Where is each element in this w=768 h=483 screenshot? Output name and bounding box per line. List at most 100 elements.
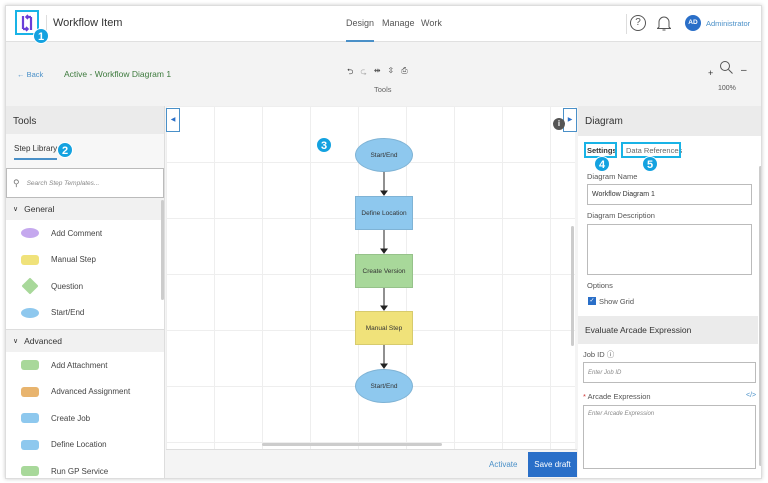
avatar[interactable]: AD <box>685 15 701 31</box>
tab-settings[interactable]: Settings <box>587 146 617 155</box>
vertical-align-icon[interactable]: ⇳ <box>387 66 395 75</box>
zoom-out-button[interactable]: – <box>741 65 747 76</box>
step-label: Advanced Assignment <box>51 387 131 397</box>
step-template-item[interactable]: Run GP Service <box>6 458 164 478</box>
horizontal-align-icon[interactable]: ⇹ <box>373 66 381 75</box>
chevron-down-icon: ∨ <box>13 338 19 345</box>
nav-work[interactable]: Work <box>421 18 442 28</box>
app-logo-icon[interactable] <box>16 12 38 34</box>
step-label: Manual Step <box>51 255 96 265</box>
annotation-badge-1: 1 <box>33 28 49 44</box>
step-rect-icon <box>21 439 39 450</box>
diagram-node-ellipse[interactable]: Start/End <box>355 138 413 172</box>
diagram-name-input[interactable]: Workflow Diagram 1 <box>587 184 752 205</box>
arcade-section-title: Evaluate Arcade Expression <box>578 316 758 344</box>
diagram-description-label: Diagram Description <box>587 211 655 220</box>
step-rect-icon <box>21 254 39 265</box>
show-grid-checkbox[interactable]: ✓ <box>588 297 596 305</box>
group-header-advanced[interactable]: ∨ Advanced <box>6 330 164 352</box>
step-label: Define Location <box>51 440 107 450</box>
step-template-item[interactable]: Start/End <box>6 300 164 327</box>
divider <box>6 326 164 330</box>
zoom-search-icon <box>719 60 735 76</box>
search-input[interactable]: ⚲ Search Step Templates... <box>6 168 164 198</box>
code-icon[interactable]: </> <box>746 392 757 399</box>
nav-design[interactable]: Design <box>346 18 375 42</box>
activate-button[interactable]: Activate <box>489 460 518 469</box>
help-icon[interactable]: ? <box>630 15 646 31</box>
group-header-general[interactable]: ∨General <box>6 198 164 220</box>
connector-arrow <box>380 172 388 196</box>
step-template-item[interactable]: Add Comment <box>6 220 164 247</box>
step-rect-icon <box>21 413 39 424</box>
diagram-panel: Diagram Settings Data References 4 5 Dia… <box>578 106 761 478</box>
step-template-item[interactable]: Manual Step <box>6 247 164 274</box>
undo-icon[interactable]: ⮌ <box>347 67 354 76</box>
redo-icon[interactable]: ⮎ <box>360 67 367 76</box>
diagram-panel-title: Diagram <box>578 106 761 136</box>
step-template-item[interactable]: Define Location <box>6 432 164 459</box>
tools-label: Tools <box>374 85 392 94</box>
search-placeholder: Search Step Templates... <box>26 179 100 187</box>
arcade-expression-label: * Arcade Expression <box>583 392 651 401</box>
step-label: Create Job <box>51 413 91 423</box>
divider <box>46 15 47 33</box>
step-template-item[interactable]: Create Job <box>6 405 164 432</box>
left-scrollbar[interactable] <box>161 200 164 300</box>
step-rect-icon <box>21 466 39 477</box>
step-template-item[interactable]: Question <box>6 273 164 300</box>
nav-manage[interactable]: Manage <box>382 18 415 28</box>
job-id-label: Job ID ⓘ <box>583 349 614 360</box>
step-template-item[interactable]: Add Attachment <box>6 352 164 379</box>
arcade-expression-input[interactable]: Enter Arcade Expression <box>583 405 756 469</box>
step-template-item[interactable]: Advanced Assignment <box>6 379 164 406</box>
tab-step-library[interactable]: Step Library <box>14 144 58 160</box>
connector-layer <box>380 172 388 369</box>
toolbar: ← Back Active - Workflow Diagram 1 ⮌ ⮎ ⇹ ⇳ ⎙… <box>6 42 761 106</box>
highlight-box <box>15 10 39 35</box>
step-ellipse-icon <box>21 307 39 318</box>
tools-title: Tools <box>6 106 164 134</box>
step-label: Question <box>51 281 84 291</box>
diagram-node-rect[interactable]: Manual Step <box>355 311 413 345</box>
annotation-badge-4: 4 <box>594 156 610 172</box>
info-icon[interactable]: ⓘ <box>606 350 615 359</box>
diagram-node-rect[interactable]: Define Location <box>355 196 413 230</box>
canvas-h-scrollbar[interactable] <box>262 443 442 446</box>
app-window: 1 Workflow Item Design Manage Work ? AD … <box>5 5 762 479</box>
group-label: Advanced <box>24 336 62 346</box>
step-label: Run GP Service <box>51 466 109 476</box>
user-name[interactable]: Administrator <box>706 19 751 28</box>
canvas-v-scrollbar[interactable] <box>571 226 574 346</box>
annotation-badge-5: 5 <box>642 156 658 172</box>
collapse-left-button[interactable]: ◀ <box>166 108 180 132</box>
save-draft-button[interactable]: Save draft <box>528 452 577 477</box>
show-grid-label: Show Grid <box>599 297 635 306</box>
tab-data-references[interactable]: Data References <box>626 146 683 155</box>
app-title: Workflow Item <box>53 17 123 29</box>
notification-bell-icon[interactable] <box>656 14 672 32</box>
diagram-name-label: Diagram Name <box>587 172 638 181</box>
back-button[interactable]: ← Back <box>17 70 44 79</box>
step-diamond-icon <box>21 277 39 295</box>
step-rect-icon <box>21 386 39 397</box>
options-label: Options <box>587 281 613 290</box>
print-icon[interactable]: ⎙ <box>401 66 408 75</box>
info-icon[interactable]: i <box>553 118 565 130</box>
chevron-down-icon: ∨ <box>13 206 19 213</box>
diagram-description-input[interactable] <box>587 224 752 275</box>
right-scrollbar[interactable] <box>759 166 761 466</box>
step-label: Add Comment <box>51 228 103 238</box>
diagram-node-ellipse[interactable]: Start/End <box>355 369 413 403</box>
zoom-level: 100% <box>718 85 736 92</box>
annotation-badge-3: 3 <box>316 137 332 153</box>
connector-arrow <box>380 288 388 311</box>
step-ellipse-icon <box>21 228 39 239</box>
zoom-in-button[interactable]: + <box>708 68 714 78</box>
job-id-input[interactable]: Enter Job ID <box>583 362 756 383</box>
back-label: Back <box>26 70 44 79</box>
diagram-node-rect[interactable]: Create Version <box>355 254 413 288</box>
diagram-status: Active - Workflow Diagram 1 <box>64 69 172 79</box>
step-rect-icon <box>21 360 39 371</box>
